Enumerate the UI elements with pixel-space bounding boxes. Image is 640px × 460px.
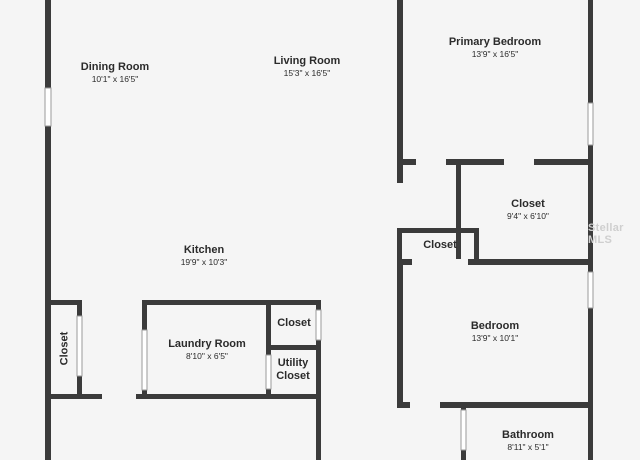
small-closet-east-wall — [474, 228, 479, 264]
right-exterior-wall-upper — [588, 0, 593, 165]
room-label-closet-left: Closet — [59, 332, 72, 366]
bedroom-window — [587, 271, 594, 309]
room-dimensions: 13'9" x 10'1" — [471, 333, 519, 343]
room-name: Dining Room — [80, 61, 150, 73]
room-name: Bathroom — [502, 429, 554, 441]
room-label-utility-closet: Utility Closet — [276, 357, 310, 383]
room-name: Living Room — [273, 55, 341, 67]
room-name: Kitchen — [183, 244, 225, 256]
primary-bedroom-door-opening — [416, 159, 446, 165]
room-label-dining-room: Dining Room 10'1" x 16'5" — [81, 61, 149, 85]
room-label-living-room: Living Room 15'3" x 16'5" — [274, 55, 341, 79]
room-dimensions: 9'4" x 6'10" — [507, 211, 549, 221]
closet-laundry-east-wall — [316, 300, 321, 399]
small-closet-west-wall — [397, 228, 402, 264]
bedroom-south-wall — [397, 402, 593, 408]
small-closet-north-wall — [397, 228, 479, 233]
bedroom-door-opening — [410, 402, 440, 408]
room-label-kitchen: Kitchen 19'9" x 10'3" — [181, 244, 228, 268]
closet-laundry-door-opening — [315, 309, 322, 341]
room-name: Primary Bedroom — [448, 36, 542, 48]
room-name: Laundry Room — [168, 338, 246, 350]
room-dimensions: 8'10" x 6'5" — [186, 351, 228, 361]
lower-hall-east-wall — [316, 394, 321, 460]
room-label-laundry-room: Laundry Room 8'10" x 6'5" — [168, 338, 246, 362]
room-dimensions: 19'9" x 10'3" — [180, 257, 228, 267]
right-exterior-wall-middle — [588, 159, 593, 265]
room-dimensions: 8'11" x 5'1" — [507, 442, 549, 452]
room-label-closet-large: Closet 9'4" x 6'10" — [507, 198, 549, 222]
room-label-closet-small: Closet — [423, 239, 457, 252]
large-closet-west-wall — [456, 159, 461, 263]
room-label-closet-laundry: Closet — [277, 317, 311, 330]
bedroom-north-wall — [397, 259, 593, 265]
watermark: Stellar MLS — [588, 222, 624, 246]
right-exterior-wall-lower — [588, 259, 593, 460]
room-name: Closet — [58, 331, 71, 366]
room-dimensions: 10'1" x 16'5" — [91, 74, 139, 84]
room-label-bedroom: Bedroom 13'9" x 10'1" — [471, 320, 519, 344]
laundry-north-wall — [142, 300, 321, 305]
room-label-primary-bedroom: Primary Bedroom 13'9" x 16'5" — [449, 36, 541, 60]
laundry-door-opening — [141, 329, 148, 391]
primary-bedroom-west-wall — [397, 0, 403, 183]
left-closet-door-opening — [76, 315, 83, 377]
dining-window — [44, 87, 52, 127]
left-exterior-wall — [45, 0, 51, 460]
room-dimensions: 13'9" x 16'5" — [471, 49, 519, 59]
lower-hall-north-wall — [45, 394, 321, 399]
room-dimensions: 15'3" x 16'5" — [283, 68, 331, 78]
room-label-bathroom: Bathroom 8'11" x 5'1" — [502, 429, 554, 453]
room-name-line-2: Closet — [276, 370, 310, 382]
bedroom-west-wall — [397, 259, 403, 408]
lower-hall-door-opening — [102, 394, 136, 399]
primary-bedroom-window — [587, 102, 594, 146]
bathroom-door-opening — [460, 409, 467, 451]
room-name: Closet — [511, 198, 545, 210]
room-name: Bedroom — [470, 320, 520, 332]
primary-bedroom-south-wall — [397, 159, 593, 165]
left-closet-north-wall — [45, 300, 82, 305]
room-name-line-1: Utility — [277, 357, 309, 369]
room-name: Closet — [423, 239, 457, 251]
small-closet-door-opening — [412, 259, 468, 265]
closet-laundry-divider — [266, 345, 321, 350]
room-name: Closet — [277, 317, 311, 329]
utility-closet-door-opening — [265, 354, 272, 390]
primary-closet-door-opening — [504, 159, 534, 165]
